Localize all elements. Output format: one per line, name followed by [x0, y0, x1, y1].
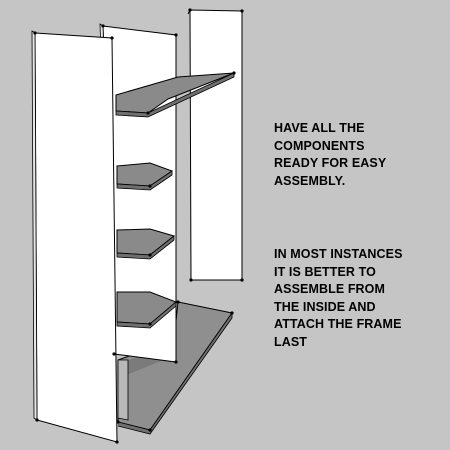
- corner-dot: [232, 71, 236, 75]
- corner-dot: [148, 253, 152, 257]
- assembly-note-2: IN MOST INSTANCES IT IS BETTER TO ASSEMB…: [274, 246, 403, 352]
- assembly-note-1: HAVE ALL THE COMPONENTS READY FOR EASY A…: [274, 120, 386, 190]
- note-line: READY FOR EASY: [274, 156, 387, 171]
- note-line: ATTACH THE FRAME: [274, 317, 402, 332]
- corner-dot: [115, 440, 119, 444]
- corner-dot: [146, 111, 150, 115]
- corner-dot: [189, 278, 193, 282]
- note-line: HAVE ALL THE: [274, 121, 365, 135]
- corner-dot: [176, 300, 180, 304]
- corner-dot: [101, 24, 105, 28]
- note-line: THE INSIDE AND: [274, 299, 376, 314]
- corner-dot: [35, 418, 39, 422]
- corner-dot: [33, 31, 37, 35]
- corner-dot: [112, 352, 116, 356]
- corner-dot: [240, 278, 244, 282]
- corner-dot: [148, 428, 152, 432]
- corner-dot: [148, 184, 152, 188]
- corner-dot: [230, 311, 234, 315]
- note-line: COMPONENTS: [274, 138, 365, 153]
- corner-dot: [116, 420, 120, 424]
- corner-dot: [240, 9, 244, 13]
- corner-dot: [110, 36, 114, 40]
- corner-dot: [174, 360, 178, 364]
- note-line: ASSEMBLE FROM: [274, 282, 386, 297]
- corner-dot: [174, 33, 178, 37]
- base-panel: [117, 359, 129, 421]
- note-line: IT IS BETTER TO: [274, 264, 376, 279]
- corner-dot: [188, 8, 192, 12]
- back-panel: [187, 9, 243, 281]
- note-line: ASSEMBLY.: [274, 173, 346, 188]
- note-line: LAST: [274, 334, 308, 349]
- left-side-panel: [31, 30, 118, 443]
- note-line: IN MOST INSTANCES: [274, 247, 403, 261]
- shelf: [116, 291, 177, 329]
- corner-dot: [148, 322, 152, 326]
